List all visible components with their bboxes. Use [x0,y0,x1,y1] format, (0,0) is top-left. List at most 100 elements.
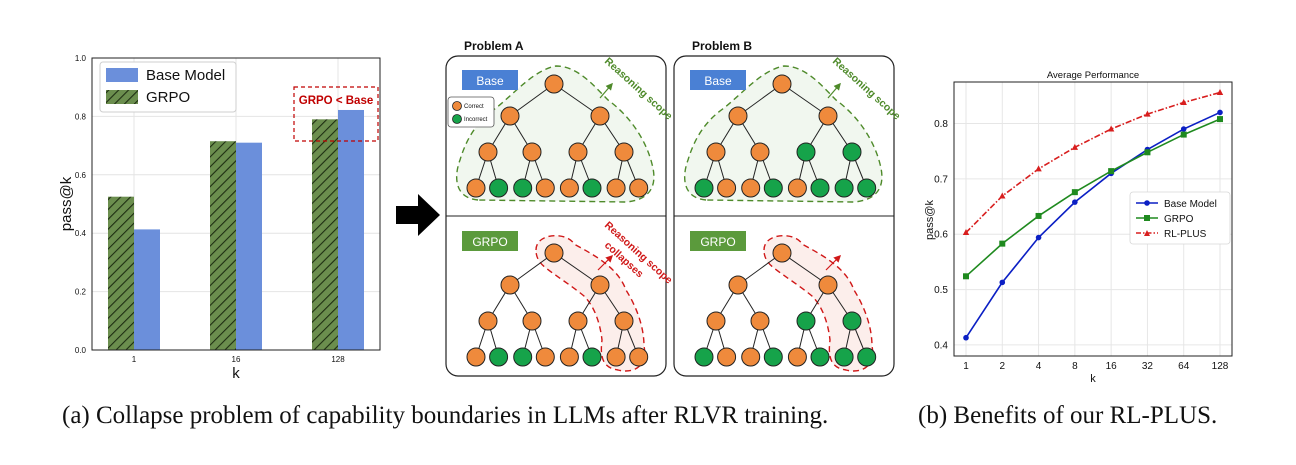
bar-base-model [134,229,160,350]
tree-node [513,178,533,198]
tree-node [544,243,564,263]
line-point [1108,168,1115,175]
node-legend-incorrect: Incorrect [464,117,488,123]
line-x-tick-label: 16 [1106,361,1118,372]
bar-base-model [236,142,262,350]
line-point [1180,131,1187,138]
tree-node [629,178,649,198]
tree-node [810,178,830,198]
bar-y-tick-label: 0.0 [75,346,87,355]
line-x-tick-label: 64 [1178,361,1190,372]
tree-node [787,347,807,367]
tree-node [466,178,486,198]
tree-node [466,347,486,367]
label-base-b-box [690,70,746,90]
tree-node [834,347,854,367]
line-point [1217,116,1223,123]
bar-annotation-text: GRPO < Base [299,95,373,107]
tree-node [741,347,761,367]
line-point [1144,149,1151,156]
line-point [1144,110,1151,117]
tree-node [728,275,748,295]
node-legend-incorrect-icon [452,114,462,124]
line-legend-box [1129,191,1231,245]
line-point [1071,143,1079,150]
caption-a: (a) Collapse problem of capability bound… [62,402,829,429]
problem-b-title: Problem B [692,39,752,53]
tree-node [763,178,783,198]
tree-node [629,347,649,367]
line-point [1180,126,1187,132]
tree-node [857,347,877,367]
line-x-tick-label: 128 [1212,361,1229,372]
line-series-1 [965,118,1221,277]
tree-node [772,243,792,263]
line-series [962,89,1224,341]
bar-y-tick-label: 0.2 [75,288,87,297]
label-base-a-box [462,70,518,90]
tree-node [568,142,588,162]
line-y-ticks: 0.40.50.60.70.8 [934,119,948,351]
tree-problem-a-grpo [466,243,649,367]
bar-x-axis-label: k [232,365,240,382]
tree-node [842,142,862,162]
problem-a-title: Problem A [464,39,524,53]
line-point [1107,125,1115,132]
line-y-tick-label: 0.6 [934,230,948,241]
line-point [999,192,1006,199]
line-legend-label-base: Base Model [1164,199,1217,210]
transition-arrow [396,194,440,236]
label-grpo-b-box [690,231,746,251]
tree-node [772,74,792,94]
tree-problem-b-grpo [694,243,877,367]
tree-node [810,347,830,367]
tree-node [750,142,770,162]
line-point [999,279,1006,286]
collapse-arrow-a [597,254,614,271]
line-point [1035,234,1042,241]
tree-node [728,106,748,126]
line-y-tick-label: 0.8 [934,119,948,130]
tree-node [857,178,877,198]
line-x-tick-label: 8 [1072,361,1078,372]
bar-x-tick-label: 128 [331,355,345,364]
line-series-0 [965,111,1221,339]
label-grpo-b: GRPO [700,235,735,249]
tree-node [590,106,610,126]
bar-plot-frame [91,57,381,351]
tree-node [796,311,816,331]
tree-node [559,178,579,198]
tree-node [614,142,634,162]
bar-y-tick-label: 0.8 [75,112,87,121]
tree-node [500,275,520,295]
bar-y-ticks: 0.00.20.40.60.81.0 [75,54,87,355]
tree-node [741,178,761,198]
tree-node [535,178,555,198]
line-plot-frame [953,81,1233,357]
bar-grpo [312,119,338,350]
bar-grpo [108,196,134,350]
tree-node [818,106,838,126]
tree-node [763,347,783,367]
tree-node [582,178,602,198]
line-x-tick-label: 4 [1036,361,1042,372]
tree-node [787,178,807,198]
scope-arrow-b [827,82,841,99]
tree-node [568,311,588,331]
line-legend-marker-grpo [1144,215,1150,221]
tree-node [717,178,737,198]
line-series-2 [965,91,1221,234]
bar-y-tick-label: 0.4 [75,229,87,238]
tree-node [694,178,714,198]
line-point [1180,98,1187,105]
tree-node [750,311,770,331]
line-point [963,273,969,280]
line-legend-marker-rlplus [1144,230,1150,236]
bar-x-tick-label: 1 [132,355,137,364]
bar-series [108,109,364,350]
collapse-arrow-b [825,254,842,271]
